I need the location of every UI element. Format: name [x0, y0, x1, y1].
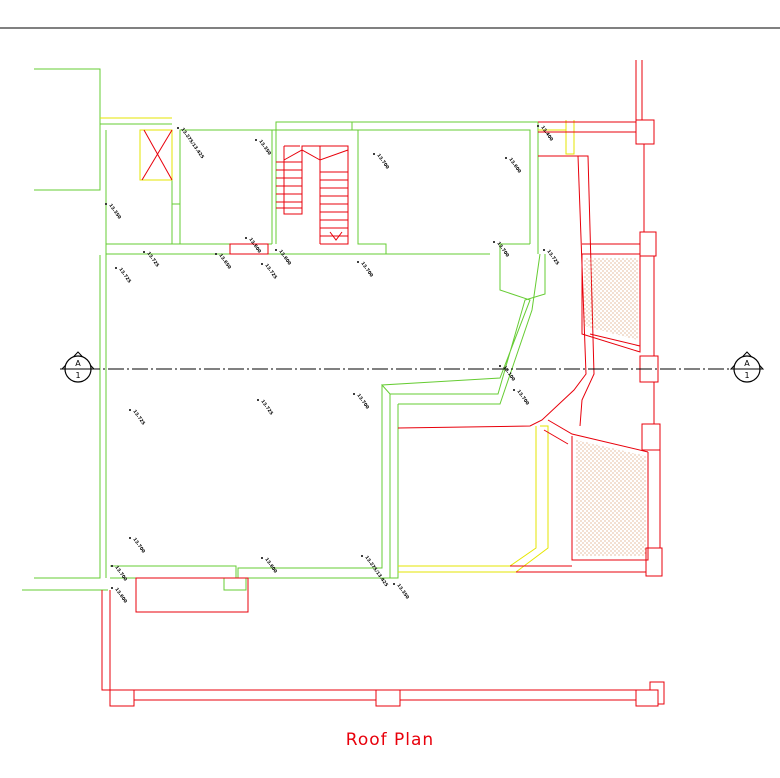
level-point: [357, 261, 359, 263]
section-marker-right: A 1: [729, 351, 765, 383]
level-point: [361, 555, 363, 557]
level-point: [275, 249, 277, 251]
level-label: 13.600: [113, 587, 128, 605]
level-point: [505, 157, 507, 159]
level-labels: 13.275/13.425 13.350 13.700 13.600 13.400 13.…: [105, 125, 560, 605]
level-point: [543, 249, 545, 251]
level-point: [373, 153, 375, 155]
level-label: 13.600: [507, 157, 522, 175]
level-label: 13.700: [131, 537, 146, 555]
section-marker-number: 1: [75, 371, 80, 380]
level-label: 13.725: [117, 267, 132, 285]
level-point: [105, 203, 107, 205]
level-label: 13.350: [107, 203, 122, 221]
level-point: [143, 251, 145, 253]
section-marker-letter: A: [744, 359, 750, 368]
hatched-area: [584, 258, 638, 340]
level-label: 13.600: [263, 557, 278, 575]
level-label: 13.350: [395, 583, 410, 601]
level-label: 13.600: [247, 237, 262, 255]
level-point: [537, 125, 539, 127]
section-marker-number: 1: [744, 371, 749, 380]
level-point: [493, 241, 495, 243]
structure-lines: [101, 60, 665, 707]
level-point: [513, 389, 515, 391]
section-marker-letter: A: [75, 359, 81, 368]
level-label: 13.725: [259, 399, 274, 417]
level-label: 13.725: [263, 263, 278, 281]
level-point: [353, 393, 355, 395]
level-label: 13.700: [355, 393, 370, 411]
level-label: 13.350: [257, 139, 272, 157]
level-point: [111, 565, 113, 567]
level-label: 13.700: [515, 389, 530, 407]
level-label: 13.725: [545, 249, 560, 267]
level-label: 13.700: [113, 565, 128, 583]
parapet-lines: [22, 68, 546, 591]
level-point: [255, 139, 257, 141]
level-label: 13.275/13.425: [363, 555, 389, 588]
level-label: 13.600: [277, 249, 292, 267]
drawing-title: Roof Plan: [345, 730, 435, 750]
level-label: 13.275/13.425: [179, 127, 205, 160]
level-label: 13.700: [359, 261, 374, 279]
level-point: [261, 557, 263, 559]
level-point: [129, 537, 131, 539]
level-point: [245, 237, 247, 239]
level-label: 13.650: [217, 253, 232, 271]
level-point: [261, 263, 263, 265]
section-marker-left: A 1: [60, 351, 96, 383]
level-label: 13.725: [131, 409, 146, 427]
level-point: [111, 587, 113, 589]
level-label: 13.400: [539, 125, 554, 143]
level-point: [115, 267, 117, 269]
level-point: [393, 583, 395, 585]
level-point: [177, 127, 179, 129]
level-point: [499, 365, 501, 367]
gutter-lines: [100, 117, 575, 573]
hatched-area: [576, 440, 646, 556]
level-label: 13.725: [145, 251, 160, 269]
level-point: [257, 399, 259, 401]
level-label: 13.700: [375, 153, 390, 171]
level-point: [129, 409, 131, 411]
level-point: [215, 253, 217, 255]
level-label: 13.700: [495, 241, 510, 259]
